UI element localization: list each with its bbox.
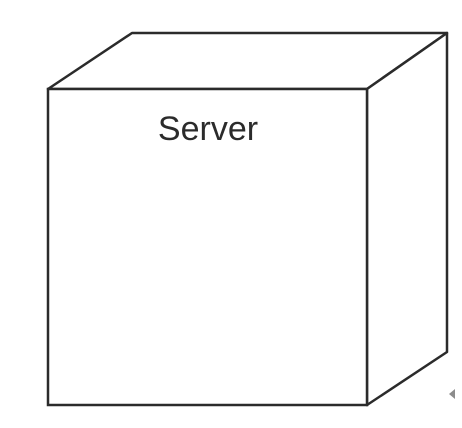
- node-front-face: [46, 87, 369, 407]
- resize-marker-icon[interactable]: [449, 389, 455, 399]
- server-node[interactable]: Server: [46, 31, 449, 407]
- node-label: Server: [158, 110, 258, 148]
- node-side-face: [365, 31, 449, 407]
